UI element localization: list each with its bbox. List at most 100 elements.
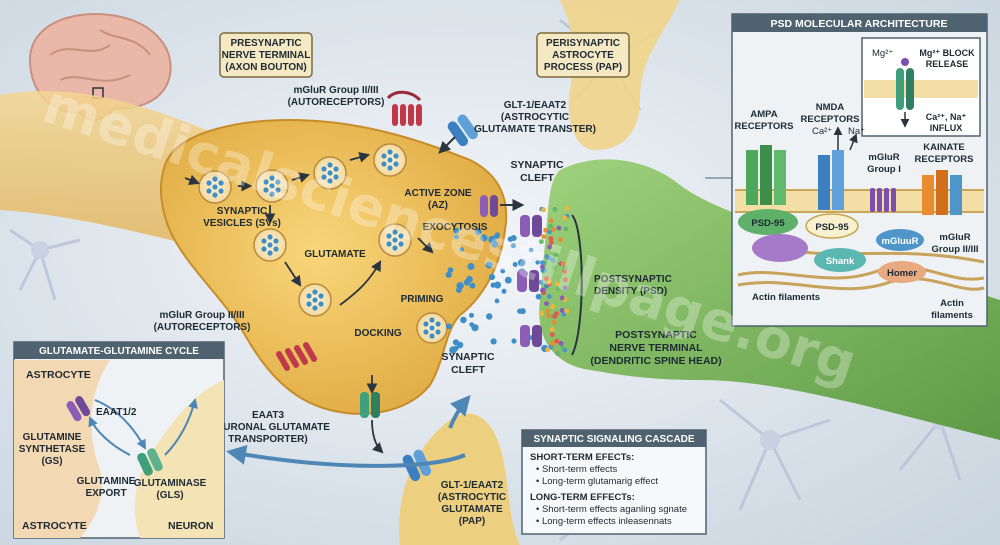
glutamate-dot	[512, 262, 518, 267]
psd-protein-bead	[538, 279, 544, 285]
cycle-arrows	[88, 398, 198, 456]
glutamate-dot	[491, 240, 499, 248]
glutamate-dot	[445, 271, 452, 278]
glutamate-dot	[466, 275, 473, 283]
postsynaptic-receptor	[520, 215, 542, 237]
glutamate-dot	[485, 261, 493, 269]
cycle-eaat12: EAAT1/2	[96, 407, 137, 418]
glutamate-dot	[494, 233, 500, 240]
glutamate-dot	[510, 243, 516, 249]
label-active-zone: ACTIVE ZONE(AZ)	[404, 188, 472, 211]
psd-protein-bead	[556, 351, 561, 356]
psd-protein-bead	[546, 313, 551, 319]
glutamate-dot	[490, 282, 496, 288]
psd-protein-bead	[562, 265, 568, 270]
mglur-autoreceptor-bottom	[276, 342, 317, 371]
label-priming: PRIMING	[401, 294, 444, 305]
psd-protein-bead	[543, 227, 548, 233]
psd-protein-bead	[539, 239, 544, 245]
mglur-autoreceptor-top	[386, 90, 422, 126]
psd-protein-bead	[564, 308, 570, 314]
psd95-b-label: PSD-95	[815, 222, 849, 233]
glutamate-dot	[535, 260, 540, 265]
synaptic-vesicle	[373, 143, 407, 177]
psd-protein-bead	[547, 244, 553, 250]
signaling-cascade-panel: SYNAPTIC SIGNALING CASCADE SHORT-TERM EF…	[521, 429, 707, 535]
cascade-long-item-2: • Long-term effects inleasennats	[536, 516, 672, 527]
label-exocytosis: EXOCYTOSIS	[423, 222, 488, 233]
psd-protein-bead	[548, 240, 554, 246]
glutamate-dot	[456, 341, 464, 349]
glutamate-dot	[456, 287, 462, 293]
ion-influx-label: Ca²⁺, Na⁺INFLUX	[926, 112, 967, 133]
glutamate-dot	[500, 268, 506, 274]
glutamate-dot	[517, 308, 523, 314]
mg-left-label: Mg²⁺	[872, 48, 893, 59]
glutamate-dot	[453, 234, 459, 240]
ampa-receptor	[746, 145, 786, 205]
label-mglur-bottom: mGluR Group II/III(AUTORECEPTORS)	[154, 310, 251, 333]
psd-protein-bead	[540, 264, 545, 270]
psd-protein-bead	[553, 252, 558, 258]
glutamate-dot	[535, 293, 542, 300]
glutamate-dot	[494, 298, 500, 304]
cascade-long-item-1: • Short-term effects aganling sgnate	[536, 504, 687, 515]
mgluur-label: mGluuR	[882, 236, 919, 247]
glutamate-dot	[501, 288, 507, 294]
psd-protein-bead	[562, 215, 568, 221]
psd-protein-bead	[559, 308, 565, 313]
mgluur-shape	[876, 229, 924, 251]
synaptic-vesicle	[378, 223, 412, 257]
active-zone-channel	[480, 195, 498, 217]
glutamate-dot	[511, 338, 517, 344]
psd-protein-bead	[554, 281, 560, 287]
kainate-receptor	[922, 170, 962, 215]
psd-protein-bead	[558, 237, 563, 243]
glutamate-dot	[490, 338, 497, 345]
psd-protein-bead	[562, 269, 568, 274]
actin-left-label: Actin filaments	[752, 292, 820, 303]
shank-label: Shank	[826, 256, 855, 267]
glutamate-dot	[471, 324, 479, 332]
psd-protein-bead	[539, 310, 544, 316]
psd-protein-bead	[546, 294, 552, 299]
glutamate-dot	[469, 312, 474, 318]
psd-protein-bead	[541, 207, 546, 213]
cycle-astrocyte-bottom: ASTROCYTE	[22, 520, 87, 532]
glt1-transporter-top	[447, 114, 478, 147]
psd-protein-bead	[544, 301, 549, 306]
glutamate-dot	[494, 281, 502, 289]
psd-receptor-strip	[517, 205, 570, 356]
glutamate-dot	[453, 345, 459, 351]
glutamate-particles	[445, 227, 550, 354]
psd-bracket	[571, 214, 583, 356]
psd-protein-bead	[541, 287, 546, 293]
synaptic-vesicle	[298, 283, 332, 317]
psd-protein-bead	[559, 295, 565, 301]
glutamate-dot	[488, 273, 496, 281]
psd-protein-bead	[550, 341, 555, 347]
cycle-astrocyte-top: ASTROCYTE	[26, 369, 91, 381]
cascade-short-item-2: • Long-term glutamarig effect	[536, 476, 658, 487]
cycle-neuron-region	[134, 360, 224, 538]
postsynaptic-receptor	[520, 325, 542, 347]
transport-arrows	[226, 136, 525, 468]
psd-protein-bead	[552, 206, 558, 212]
presynaptic-bouton	[160, 118, 508, 415]
psd-protein-bead	[556, 225, 562, 231]
glutamate-dot	[507, 236, 514, 242]
label-glutamate: GLUTAMATE	[304, 249, 366, 260]
